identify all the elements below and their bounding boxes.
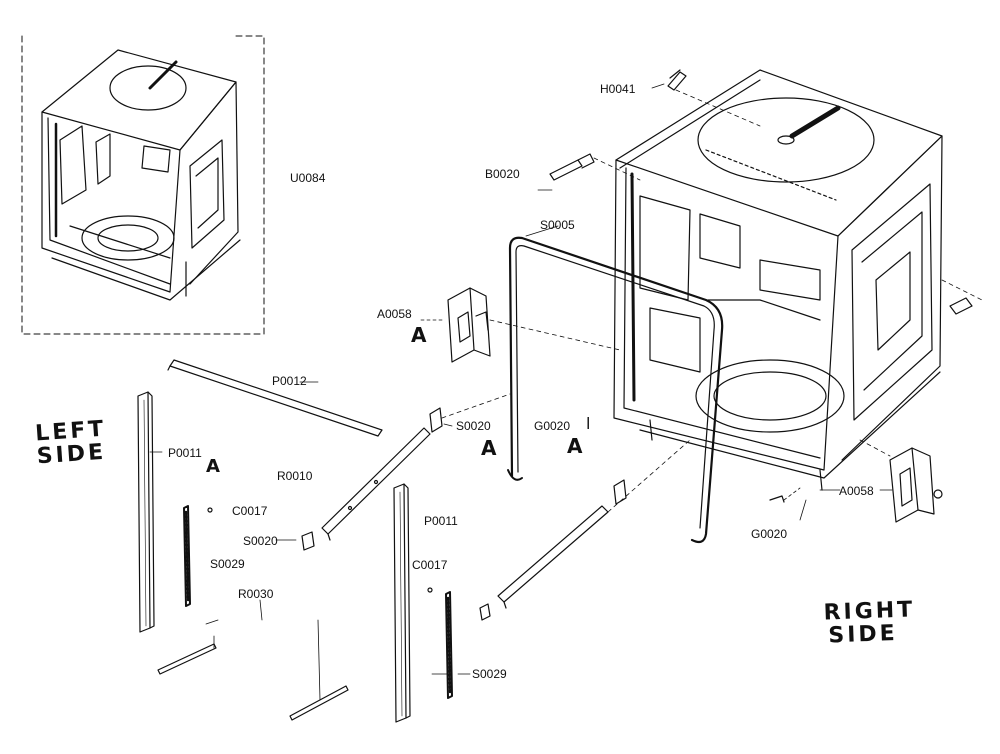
- leader-lines: [149, 83, 841, 675]
- part-r0010-rail-right: [497, 439, 691, 609]
- marker-a-s0020: A: [481, 436, 497, 460]
- callout-s0020-left: S0020: [243, 534, 278, 548]
- callout-s0029-right: S0029: [472, 667, 507, 681]
- part-s0029-right: [445, 591, 453, 699]
- callout-r0010: R0010: [277, 469, 313, 483]
- handwritten-right-side: RIGHT SIDE: [823, 597, 916, 649]
- callout-s0005: S0005: [540, 218, 575, 232]
- part-p0011-right: [393, 483, 411, 723]
- part-b0020-bolt: [549, 153, 641, 181]
- callout-c0017-left: C0017: [232, 504, 268, 518]
- part-s0020-spacers: [301, 393, 627, 621]
- handwritten-left-line2: SIDE: [36, 439, 107, 470]
- marker-a-p0011: A: [206, 456, 220, 477]
- callout-c0017-right: C0017: [412, 558, 448, 572]
- marker-a-g0020: A: [567, 434, 583, 458]
- part-s0005-gasket: [507, 225, 724, 544]
- callout-g0020-low: G0020: [751, 527, 788, 541]
- handwritten-right-line2: SIDE: [827, 621, 899, 649]
- callout-b0020: B0020: [485, 167, 520, 181]
- callout-u0084: U0084: [290, 171, 326, 185]
- part-h0041-clip: [667, 69, 761, 127]
- part-r0030-rods: [157, 599, 349, 721]
- callout-r0030: R0030: [238, 587, 274, 601]
- part-s0029-left: [183, 505, 191, 607]
- marker-a-a0058: A: [411, 323, 427, 347]
- part-a0058-hinge-right: [859, 439, 943, 523]
- handwritten-left-side: LEFT SIDE: [34, 417, 108, 470]
- callout-g0020-mid: G0020: [534, 419, 571, 433]
- inset-tub-u0084: [41, 49, 241, 301]
- callout-a0058-left: A0058: [377, 307, 412, 321]
- callout-h0041: H0041: [600, 82, 636, 96]
- part-p0012-rod: [167, 359, 383, 437]
- callout-s0020-mid: S0020: [456, 419, 491, 433]
- inset-frame: [21, 35, 265, 335]
- part-side-screw: [941, 279, 983, 315]
- marker-tick-g0020: l: [586, 414, 591, 433]
- part-r0010-rail-left: [321, 427, 431, 541]
- callout-p0011-right: P0011: [424, 514, 458, 528]
- callout-a0058-right: A0058: [839, 484, 874, 498]
- part-a0058-hinge-left: [419, 287, 621, 363]
- callout-s0029-left: S0029: [210, 557, 245, 571]
- main-tub-assembly: [613, 69, 943, 491]
- callout-p0011-left: P0011: [168, 446, 202, 460]
- part-c0017-clips: [207, 507, 433, 593]
- part-g0020-small: [769, 487, 801, 503]
- handwritten-right-line1: RIGHT: [823, 597, 916, 626]
- part-p0011-left: [137, 391, 155, 633]
- callout-p0012: P0012: [272, 374, 307, 388]
